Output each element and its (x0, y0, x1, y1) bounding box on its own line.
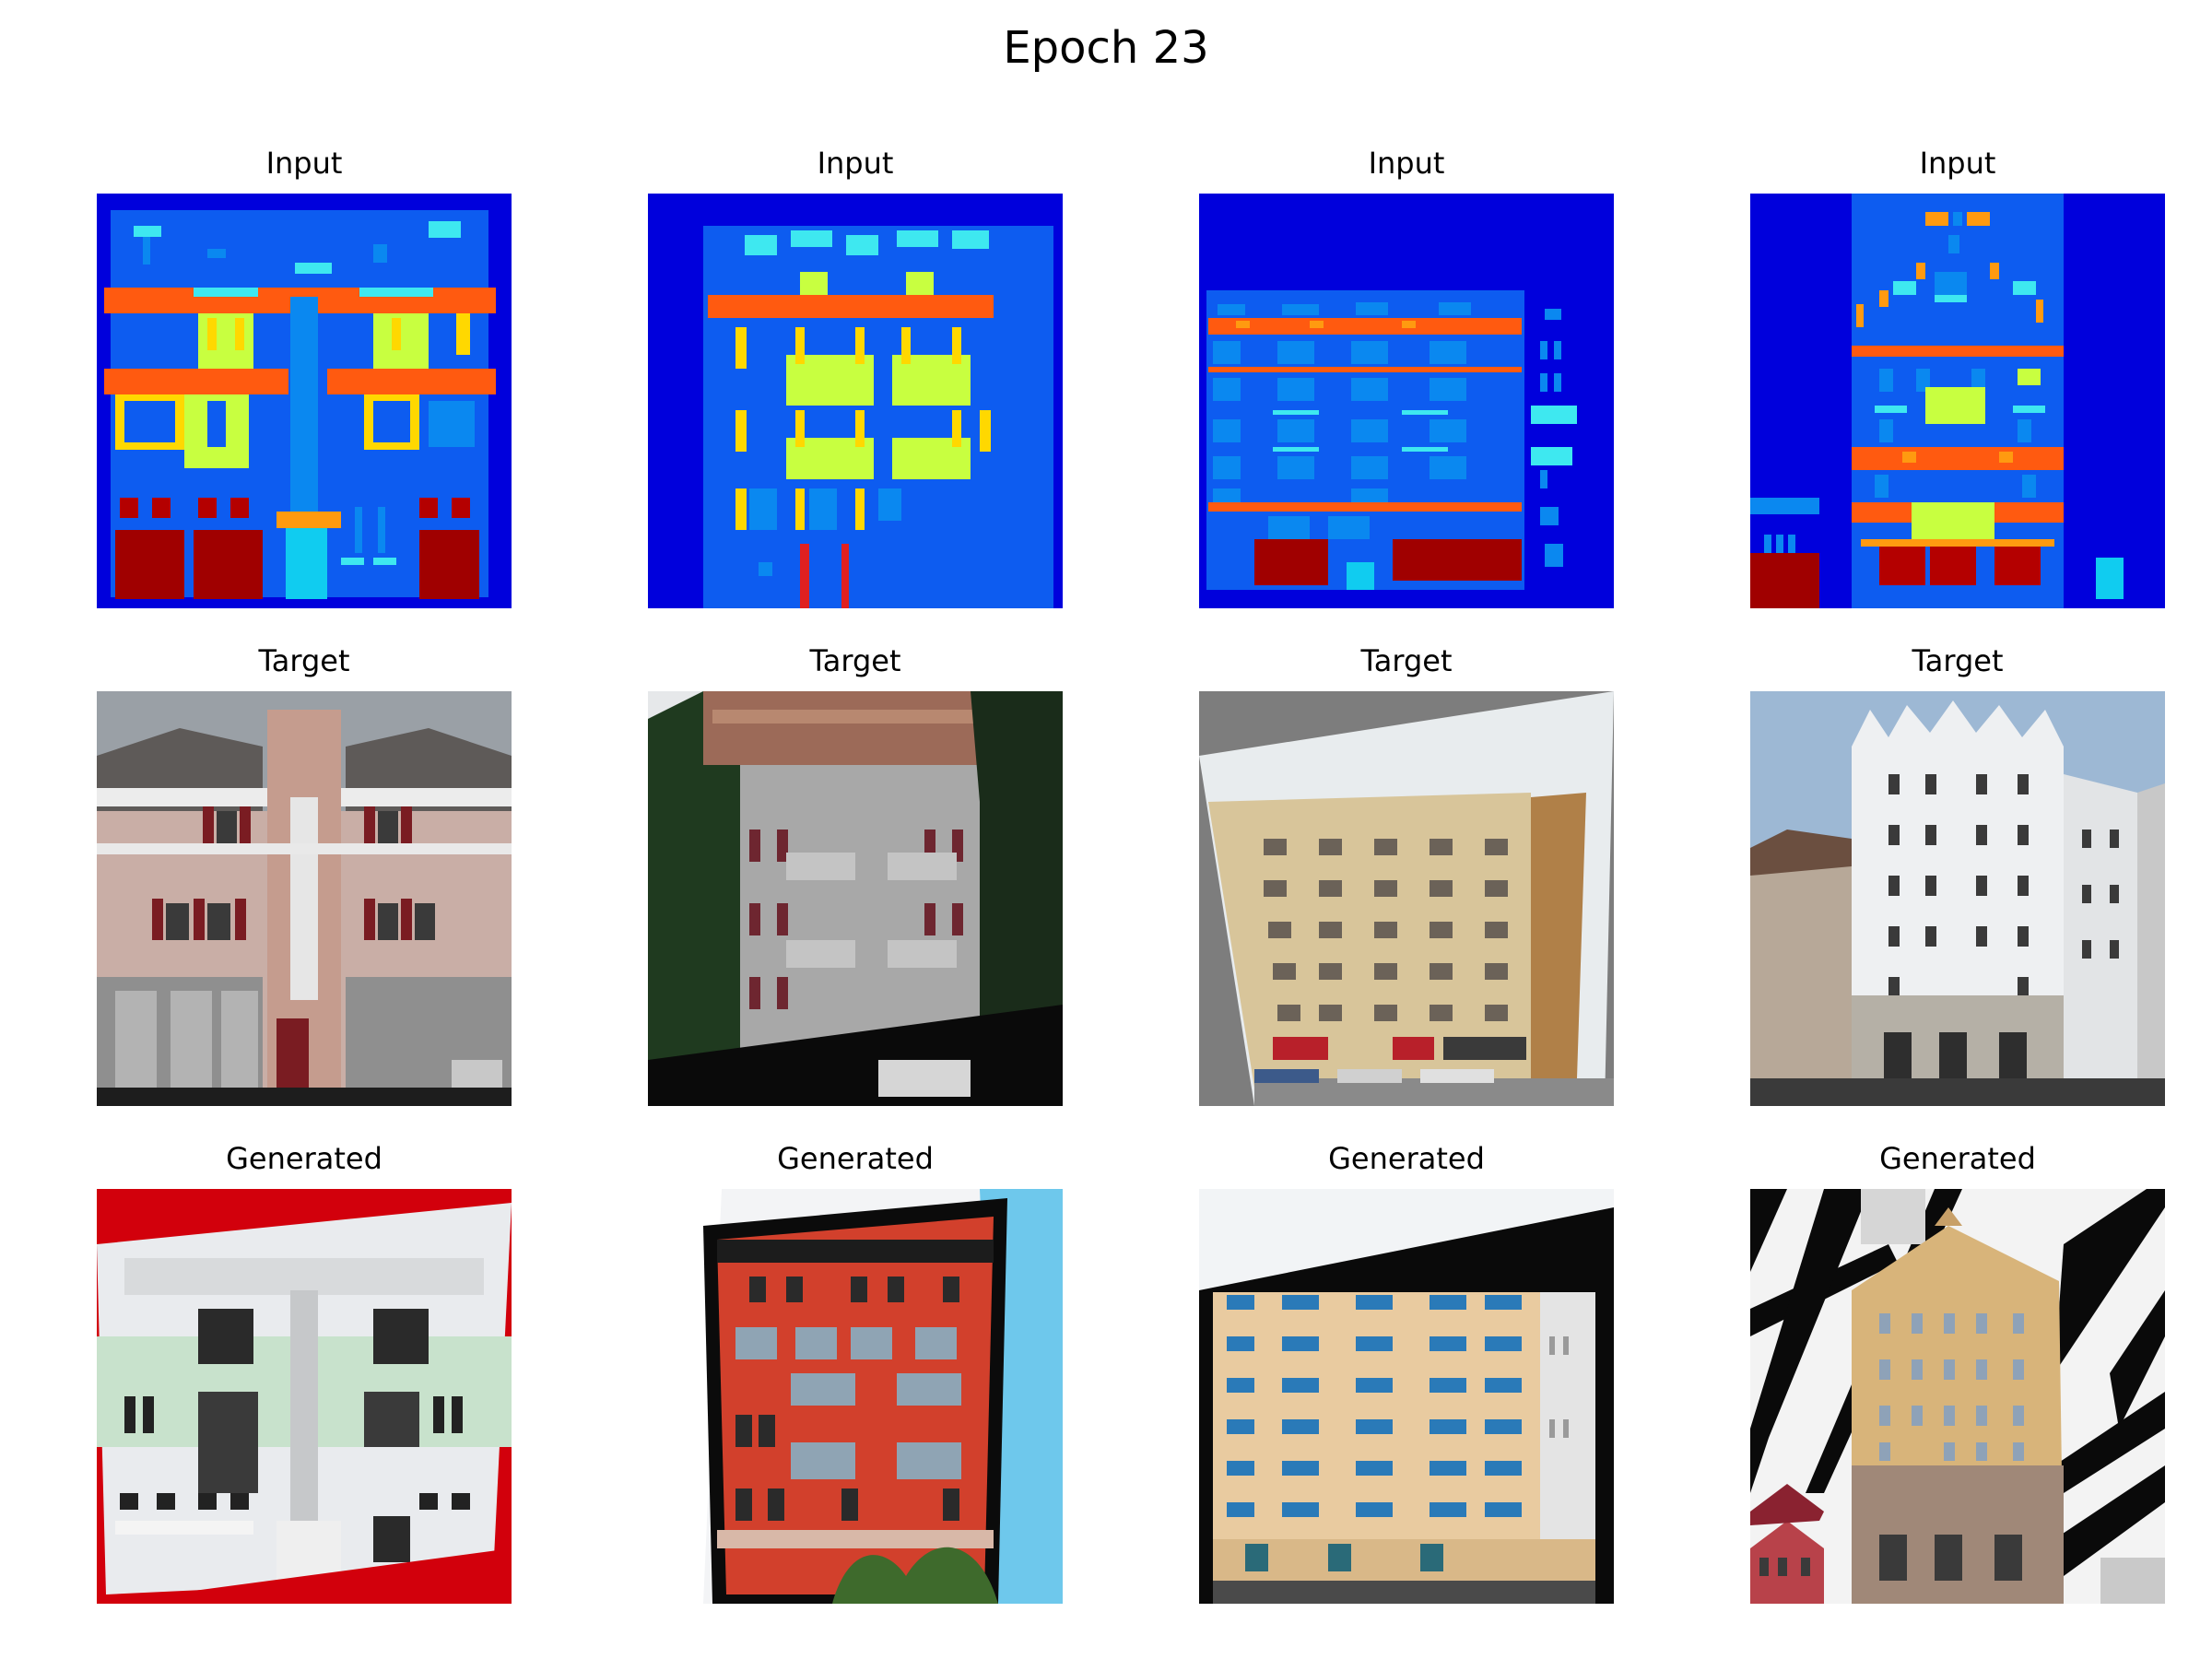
target-image-3 (1199, 691, 1614, 1106)
input-image-2 (648, 194, 1063, 608)
target-image-4 (1750, 691, 2165, 1106)
panel-title-input-2: Input (817, 146, 894, 181)
input-image-3 (1199, 194, 1614, 608)
panel-title-target-2: Target (809, 643, 901, 678)
panel-title-target-4: Target (1912, 643, 2004, 678)
target-image-2 (648, 691, 1063, 1106)
generated-image-3 (1199, 1189, 1614, 1604)
target-image-1 (97, 691, 512, 1106)
generated-image-2 (648, 1189, 1063, 1604)
panel-title-input-1: Input (265, 146, 343, 181)
panel-title-generated-2: Generated (777, 1141, 934, 1176)
generated-image-1 (97, 1189, 512, 1604)
input-image-1 (97, 194, 512, 608)
panel-title-input-3: Input (1368, 146, 1445, 181)
panel-title-target-3: Target (1360, 643, 1453, 678)
panel-title-generated-4: Generated (1879, 1141, 2036, 1176)
figure-title: Epoch 23 (1003, 22, 1209, 74)
generated-image-4 (1750, 1189, 2165, 1604)
panel-title-target-1: Target (258, 643, 350, 678)
panel-title-input-4: Input (1919, 146, 1996, 181)
panel-title-generated-1: Generated (226, 1141, 382, 1176)
input-image-4 (1750, 194, 2165, 608)
panel-title-generated-3: Generated (1328, 1141, 1485, 1176)
